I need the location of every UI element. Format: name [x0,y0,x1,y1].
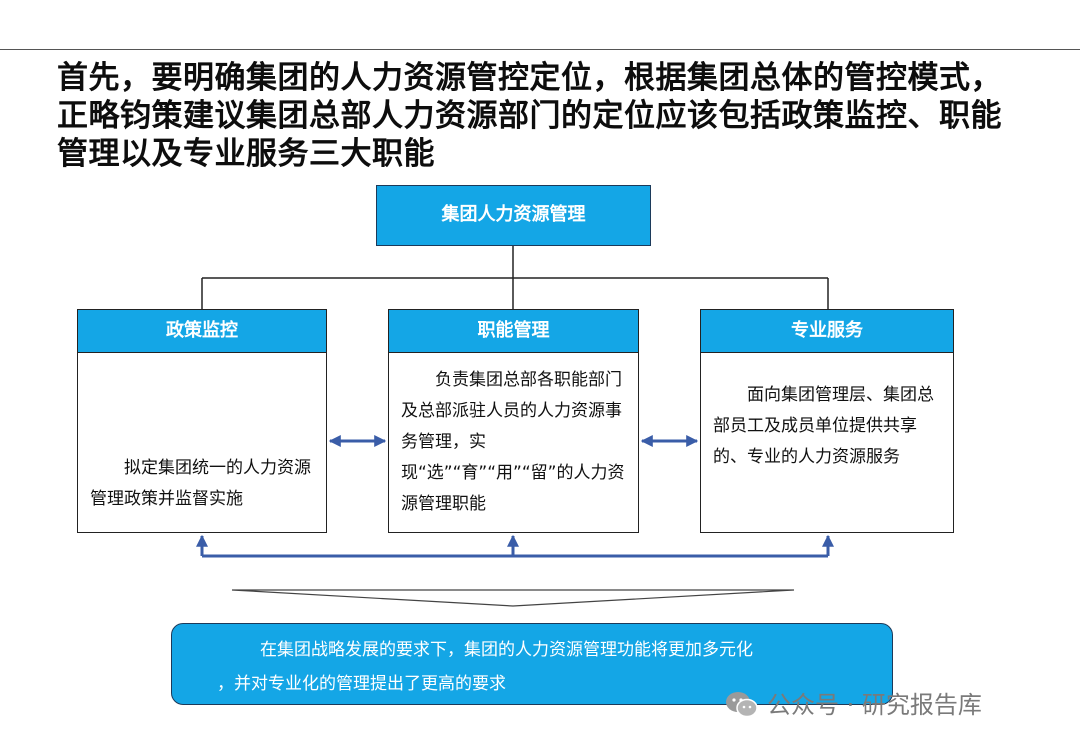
card-title: 专业服务 [701,310,953,353]
watermark: 公众号 · 研究报告库 [725,686,982,722]
card-title: 政策监控 [78,310,326,353]
card-function-management: 职能管理 负责集团总部各职能部门及总部派驻人员的人力资源事务管理，实现“选”“育… [388,309,639,533]
card-policy-monitoring: 政策监控 拟定集团统一的人力资源管理政策并监督实施 [77,309,327,533]
conclusion-line-2: ，并对专业化的管理提出了更高的要求 [217,674,506,694]
tree-connector [201,246,829,309]
root-node: 集团人力资源管理 [376,185,651,246]
card-body: 负责集团总部各职能部门及总部派驻人员的人力资源事务管理，实现“选”“育”“用”“… [401,370,625,514]
card-body: 拟定集团统一的人力资源管理政策并监督实施 [90,458,311,509]
conclusion-box: 在集团战略发展的要求下，集团的人力资源管理功能将更加多元化 ，并对专业化的管理提… [171,623,893,705]
card-professional-service: 专业服务 面向集团管理层、集团总部员工及成员单位提供共享的、专业的人力资源服务 [700,309,954,533]
card-body: 面向集团管理层、集团总部员工及成员单位提供共享的、专业的人力资源服务 [713,385,934,467]
page-title: 首先，要明确集团的人力资源管控定位，根据集团总体的管控模式，正略钧策建议集团总部… [57,60,1002,172]
conclusion-line-1: 在集团战略发展的要求下，集团的人力资源管理功能将更加多元化 [260,640,753,660]
wechat-icon [726,692,758,718]
down-chevron [231,589,795,607]
card-title: 职能管理 [389,310,638,353]
top-rule [0,49,1080,50]
watermark-text: 公众号 · 研究报告库 [767,691,982,719]
